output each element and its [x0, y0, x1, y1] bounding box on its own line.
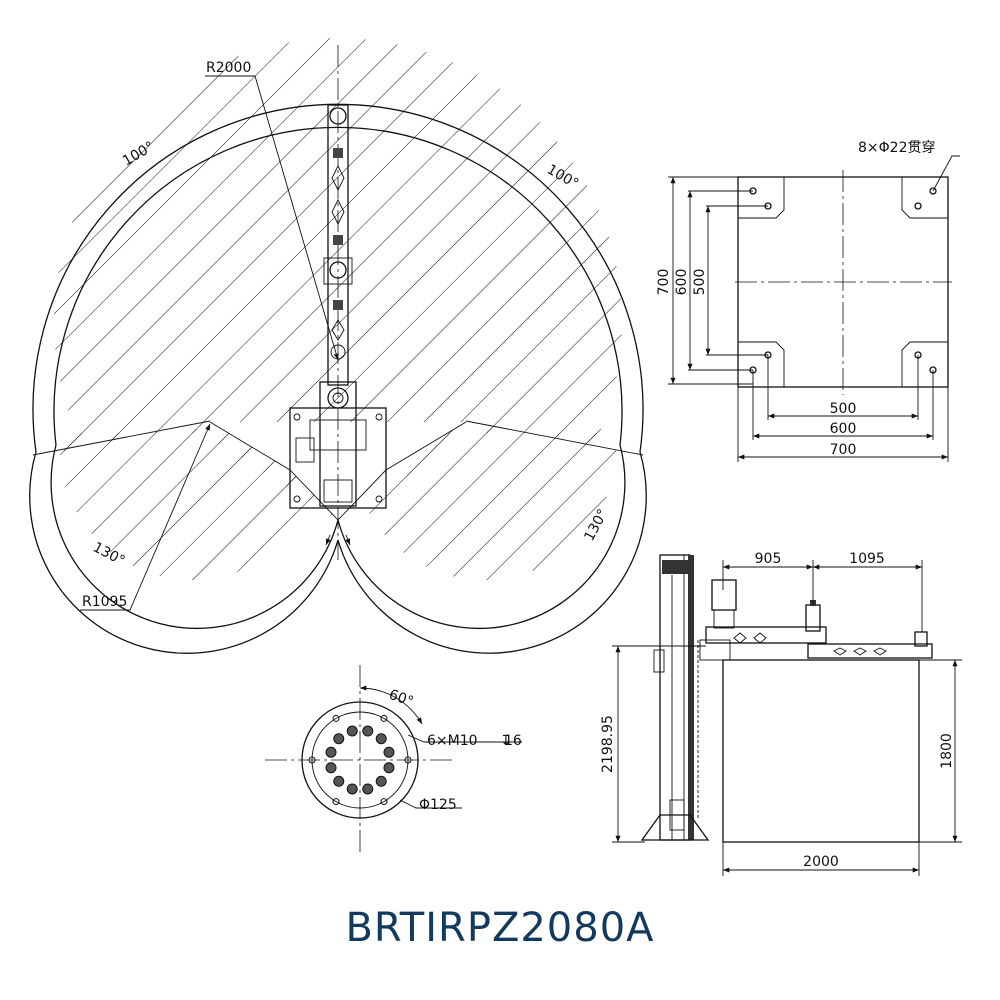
label-v-700: 700 — [656, 269, 672, 296]
label-width-2000: 2000 — [803, 854, 839, 870]
bolt-hole — [383, 746, 395, 758]
label-h-500: 500 — [830, 401, 857, 417]
model-title: BRTIRPZ2080A — [345, 905, 655, 951]
angle-divider-right — [465, 420, 644, 456]
work-range-top-view: R2000 R1095 100° 100° 130° 130° — [29, 38, 647, 654]
label-h-700: 700 — [830, 442, 857, 458]
bolt-hole — [362, 783, 374, 795]
radius-r2000-leader — [205, 75, 339, 361]
radius-r1095-leader — [80, 423, 211, 611]
thread-hole — [332, 714, 340, 722]
label-holes: 8×Φ22贯穿 — [858, 140, 935, 156]
robot-arm-top-view — [289, 104, 387, 509]
angle-divider-left — [32, 420, 211, 456]
label-r2000: R2000 — [206, 60, 251, 76]
label-height-2198: 2198.95 — [600, 715, 616, 773]
side-view: 905 1095 2198.95 1800 2000 — [600, 551, 962, 876]
robot-column — [640, 554, 710, 841]
label-flange-diameter: Φ125 — [419, 797, 457, 813]
bolt-hole — [333, 733, 345, 745]
label-r1095: R1095 — [82, 594, 127, 610]
label-h-600: 600 — [830, 421, 857, 437]
bolt-hole — [362, 725, 374, 737]
depth-symbol: ↧ — [500, 733, 512, 749]
label-v-500: 500 — [692, 269, 708, 296]
thread-hole — [332, 798, 340, 806]
label-flange-angle: 60° — [387, 687, 416, 711]
robot-arm-side — [699, 579, 933, 661]
thread-hole — [380, 798, 388, 806]
flange-holes — [308, 714, 412, 806]
label-reach-905: 905 — [755, 551, 782, 567]
label-flange-depth: 16 — [504, 733, 522, 749]
label-flange-thread: 6×M10 — [427, 733, 478, 749]
base-plate-view: 8×Φ22贯穿 700 600 500 500 600 700 — [656, 140, 960, 462]
bolt-hole — [346, 725, 358, 737]
thread-hole — [404, 756, 412, 764]
bolt-hole — [346, 783, 358, 795]
bolt-hole — [375, 775, 387, 787]
label-reach-1095: 1095 — [849, 551, 885, 567]
thread-hole — [308, 756, 316, 764]
label-height-1800: 1800 — [939, 733, 955, 769]
bolt-hole — [375, 733, 387, 745]
bolt-hole — [333, 775, 345, 787]
bolt-hole — [383, 762, 395, 774]
flange-view: 60° 6×M10 ↧ 16 Φ125 — [265, 665, 522, 855]
label-v-600: 600 — [674, 269, 690, 296]
bolt-hole — [325, 762, 337, 774]
bolt-hole — [325, 746, 337, 758]
work-envelope-block — [722, 659, 920, 843]
